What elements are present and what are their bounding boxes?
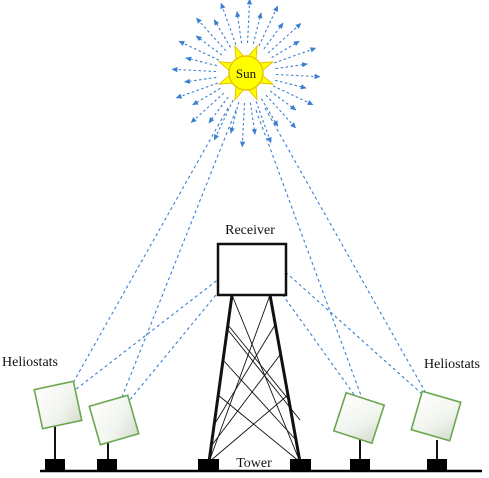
sun-radiation-rays	[171, 0, 321, 148]
tower-right-leg	[268, 294, 302, 463]
footing-heliostat-1	[45, 459, 65, 472]
sun-ray-5	[265, 94, 297, 129]
sun-ray-28	[263, 22, 284, 50]
sun-ray-29	[267, 22, 302, 54]
heliostat-mirror-1	[33, 380, 83, 430]
sun-ray-17	[171, 66, 217, 73]
sun-ray-18	[185, 56, 218, 67]
footing-tower-left	[198, 459, 219, 472]
sun-disc	[228, 55, 264, 91]
sun-ray-24	[235, 11, 243, 44]
footing-heliostat-3	[350, 459, 370, 472]
sun-ray-7	[255, 101, 272, 144]
sun-label: Sun	[236, 66, 257, 81]
sun-ray-26	[252, 12, 263, 45]
heliostats-label-left: Heliostats	[2, 355, 58, 370]
sun-ray-2	[274, 79, 307, 90]
sun-ray-23	[220, 2, 237, 45]
reflected-ray-4	[271, 259, 441, 411]
sun-ray-15	[175, 82, 218, 99]
receiver-box	[216, 242, 288, 297]
incident-ray-2	[111, 109, 237, 423]
sun-ray-3	[272, 85, 314, 106]
heliostats-label-right: Heliostats	[424, 357, 480, 372]
sun-ray-27	[258, 5, 279, 47]
heliostat-mirrors	[33, 380, 462, 446]
sun-ray-19	[178, 40, 220, 61]
footing-heliostat-4	[427, 459, 447, 472]
sun-ray-20	[195, 35, 223, 56]
sun-ray-21	[195, 17, 227, 52]
sun-ray-12	[208, 96, 229, 124]
footing-tower-right	[290, 459, 311, 472]
tower-left-leg	[207, 294, 234, 463]
sun-ray-11	[213, 99, 234, 141]
reflected-ray-2	[114, 267, 239, 419]
heliostat-mirror-3	[332, 391, 386, 445]
sun-ray-32	[275, 62, 308, 70]
footing-heliostat-2	[97, 459, 117, 472]
sun-ray-16	[184, 76, 217, 84]
sun-ray-14	[192, 87, 221, 106]
sun-ray-13	[190, 92, 225, 124]
sun-ray-25	[246, 0, 253, 44]
incident-ray-1	[59, 107, 229, 407]
reflected-ray-1	[61, 257, 247, 401]
sun-ray-31	[274, 47, 317, 64]
heliostat-mirror-4	[410, 390, 462, 442]
incident-rays	[59, 107, 441, 423]
sun-ray-22	[213, 19, 232, 48]
tower-bracing	[208, 294, 301, 463]
tower	[207, 294, 302, 463]
sun-ray-6	[260, 98, 279, 127]
tower-label: Tower	[236, 456, 272, 471]
incident-ray-3	[255, 109, 371, 421]
sun-ray-30	[271, 40, 300, 59]
incident-ray-4	[264, 107, 441, 419]
sun-ray-9	[239, 102, 246, 148]
sun-ray-10	[229, 101, 240, 134]
heliostat-mirror-2	[88, 394, 140, 446]
receiver-label: Receiver	[225, 223, 275, 238]
footings	[45, 459, 447, 472]
sun-ray-1	[275, 73, 321, 80]
sun-ray-4	[269, 90, 297, 111]
sun-ray-8	[249, 102, 257, 135]
